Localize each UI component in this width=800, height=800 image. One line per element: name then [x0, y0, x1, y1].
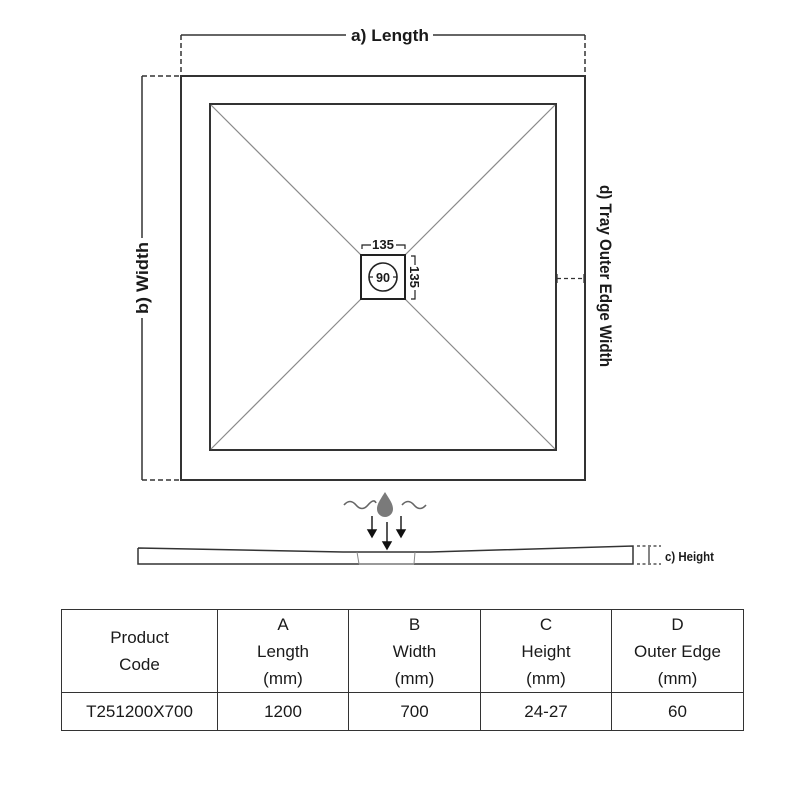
table-row: T251200X700 1200 700 24-27 60 — [61, 692, 744, 731]
length-dimension — [180, 34, 586, 74]
outer-edge-marker — [556, 274, 585, 283]
header-line: Width — [392, 641, 437, 661]
height-label: c) Height — [665, 549, 715, 564]
specification-table: Product Code A Length (mm) B Width (mm) … — [61, 609, 744, 731]
cell-length: 1200 — [217, 692, 349, 731]
header-unit: (mm) — [394, 668, 435, 688]
cell-height: 24-27 — [480, 692, 612, 731]
tray-inner-basin — [209, 103, 557, 451]
waste-diameter: 90 — [376, 270, 390, 285]
header-unit: (mm) — [657, 668, 698, 688]
cell-width: 700 — [348, 692, 481, 731]
waste-height-dimension — [411, 255, 416, 300]
width-label: b) Width — [133, 242, 152, 314]
header-letter: D — [671, 614, 684, 634]
cell-outer-edge: 60 — [611, 692, 744, 731]
header-line: Height — [521, 641, 571, 661]
outer-edge-label: d) Tray Outer Edge Width — [596, 185, 615, 367]
header-length: A Length (mm) — [217, 609, 349, 693]
tray-outer-edge — [180, 75, 586, 481]
tray-side-profile — [137, 545, 634, 565]
waste-height-label: 135 — [407, 266, 422, 288]
waste-width-label: 135 — [372, 237, 394, 252]
table-header-row: Product Code A Length (mm) B Width (mm) … — [61, 609, 744, 693]
water-flow-icon — [343, 492, 427, 551]
header-unit: (mm) — [526, 668, 566, 688]
width-dimension — [141, 75, 179, 481]
waste-width-dimension — [361, 244, 406, 249]
header-unit: (mm) — [263, 668, 303, 688]
header-letter: C — [539, 614, 553, 634]
header-line: Product — [110, 628, 169, 647]
header-letter: A — [277, 614, 289, 634]
height-marker — [637, 545, 661, 565]
header-line: Code — [119, 655, 160, 674]
header-line: Outer Edge — [634, 641, 721, 661]
header-letter: B — [408, 614, 421, 634]
shower-tray-diagram: a) Length b) Width 90 135 135 d) Tray O — [133, 26, 715, 565]
water-drop-icon — [377, 492, 393, 517]
cell-product-code: T251200X700 — [61, 692, 218, 731]
fall-lines — [210, 104, 556, 450]
header-width: B Width (mm) — [348, 609, 481, 693]
header-height: C Height (mm) — [480, 609, 612, 693]
header-outer-edge: D Outer Edge (mm) — [611, 609, 744, 693]
header-product-code: Product Code — [61, 609, 218, 693]
length-label: a) Length — [351, 26, 429, 45]
header-line: Length — [257, 641, 309, 661]
